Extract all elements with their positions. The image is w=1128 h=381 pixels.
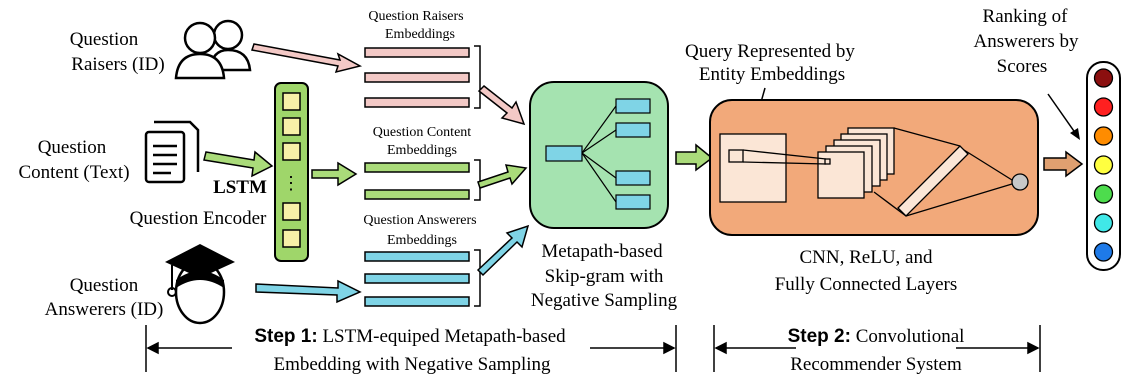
ranking-caption-3: Scores <box>997 56 1048 77</box>
skipgram-to-cnn-arrow <box>675 143 714 172</box>
step1-bold: Step 1: <box>254 326 317 347</box>
step2-bar <box>713 325 1041 372</box>
content-emb-label-1: Question Content <box>373 125 471 140</box>
query-label-2: Entity Embeddings <box>699 64 845 85</box>
cnn-caption-1: CNN, ReLU, and <box>800 247 933 268</box>
answerers-label-1: Question <box>70 275 139 296</box>
rank-circle-4 <box>1093 155 1114 175</box>
skipgram-tree <box>545 98 651 210</box>
step2-bold: Step 2: <box>788 326 851 347</box>
lstm-label: LSTM <box>213 177 267 198</box>
skipgram-box <box>529 81 669 229</box>
lstm-to-embedding-arrow <box>311 161 358 187</box>
content-emb-label-2: Embeddings <box>387 143 457 158</box>
rank-circle-5 <box>1093 184 1114 204</box>
raisers-emb-label-1: Question Raisers <box>368 9 463 24</box>
skipgram-caption-1: Metapath-based <box>541 241 663 262</box>
raisers-to-skipgram-arrow <box>477 84 526 126</box>
content-brace <box>474 159 481 201</box>
raisers-label-2: Raisers (ID) <box>71 54 164 75</box>
encoder-caption: Question Encoder <box>130 208 267 229</box>
rank-circle-7 <box>1093 242 1114 262</box>
lstm-cells <box>282 92 301 248</box>
ranking-caption-2: Answerers by <box>973 31 1079 52</box>
cnn-to-ranking-arrow <box>1043 150 1084 178</box>
step1-line1: Step 1: LSTM-equiped Metapath-based <box>254 326 566 347</box>
ranking-circles <box>1093 68 1114 262</box>
content-to-skipgram-arrow <box>477 164 528 189</box>
step2-line1: Step 2: Convolutional <box>788 326 965 347</box>
answerers-emb-label-2: Embeddings <box>387 233 457 248</box>
raisers-label-1: Question <box>70 29 139 50</box>
answerers-to-skipgram-arrow <box>476 224 530 277</box>
rank-circle-3 <box>1093 126 1114 146</box>
rank-circle-6 <box>1093 213 1114 233</box>
cnn-layers <box>719 127 1029 217</box>
cnn-caption-2: Fully Connected Layers <box>775 274 958 295</box>
answerers-embeddings <box>364 251 470 307</box>
step2-text-1: Convolutional <box>851 326 964 347</box>
raisers-emb-label-2: Embeddings <box>385 27 455 42</box>
document-icon <box>144 120 200 184</box>
ranking-caption-1: Ranking of <box>983 6 1069 27</box>
raisers-brace <box>474 45 481 109</box>
lstm-ellipsis: ⋮ <box>282 173 300 193</box>
graduate-icon <box>165 244 235 325</box>
answerers-arrow <box>255 279 362 304</box>
ranking-pointer <box>1047 93 1077 135</box>
skipgram-caption-3: Negative Sampling <box>531 290 678 311</box>
query-label-1: Query Represented by <box>685 41 855 62</box>
content-embeddings <box>364 162 470 200</box>
skipgram-caption-2: Skip-gram with <box>545 266 664 287</box>
content-label-1: Question <box>38 137 107 158</box>
step2-text-2: Recommender System <box>790 354 962 375</box>
content-arrow <box>203 150 274 178</box>
answerers-emb-label-1: Question Answerers <box>363 213 476 228</box>
raisers-arrow <box>251 43 363 74</box>
content-label-2: Content (Text) <box>18 162 129 183</box>
step1-text-2: Embedding with Negative Sampling <box>273 354 551 375</box>
step1-text-1: LSTM-equiped Metapath-based <box>318 326 566 347</box>
rank-circle-2 <box>1093 97 1114 117</box>
answerers-label-2: Answerers (ID) <box>45 299 164 320</box>
rank-circle-1 <box>1093 68 1114 88</box>
step1-bar <box>145 325 677 372</box>
users-icon <box>174 19 252 80</box>
answerers-brace <box>474 249 481 307</box>
raisers-embeddings <box>364 47 470 108</box>
